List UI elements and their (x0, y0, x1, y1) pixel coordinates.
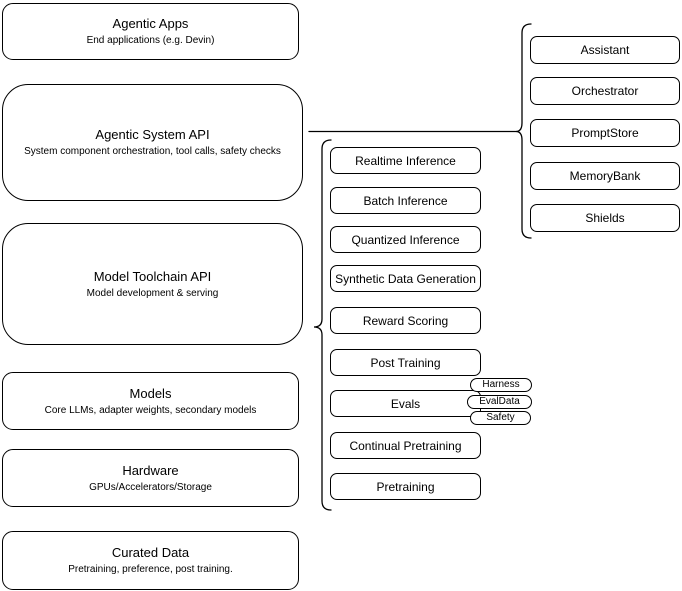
node-title: Model Toolchain API (93, 268, 212, 284)
node-realtime-inference: Realtime Inference (330, 147, 481, 174)
node-subtitle: Pretraining, preference, post training. (68, 564, 233, 575)
node-subtitle: Core LLMs, adapter weights, secondary mo… (44, 404, 257, 416)
toolchain-brace (313, 139, 332, 511)
node-orchestrator: Orchestrator (530, 77, 680, 105)
node-post-training: Post Training (330, 349, 481, 376)
node-model-toolchain-api: Model Toolchain API Model development & … (2, 223, 303, 345)
node-shields: Shields (530, 204, 680, 232)
node-title: Curated Data (111, 545, 190, 560)
node-hardware: Hardware GPUs/Accelerators/Storage (2, 449, 299, 507)
pill-evaldata: EvalData (467, 395, 532, 409)
node-title: Agentic Apps (112, 16, 189, 31)
node-subtitle: Model development & serving (86, 287, 219, 299)
node-promptstore: PromptStore (530, 119, 680, 147)
node-memorybank: MemoryBank (530, 162, 680, 190)
node-title: Agentic System API (95, 127, 210, 142)
node-title: Models (129, 385, 172, 401)
node-evals: Evals (330, 390, 481, 417)
node-subtitle: System component orchestration, tool cal… (24, 146, 281, 157)
components-brace (515, 23, 532, 239)
node-agentic-apps: Agentic Apps End applications (e.g. Devi… (2, 3, 299, 60)
node-assistant: Assistant (530, 36, 680, 64)
node-agentic-system-api: Agentic System API System component orch… (2, 84, 303, 201)
node-reward-scoring: Reward Scoring (330, 307, 481, 334)
node-pretraining: Pretraining (330, 473, 481, 500)
node-subtitle: GPUs/Accelerators/Storage (89, 481, 212, 493)
node-title: Hardware (122, 462, 179, 478)
node-synthetic-data-generation: Synthetic Data Generation (330, 265, 481, 292)
node-subtitle: End applications (e.g. Devin) (86, 35, 215, 46)
node-models: Models Core LLMs, adapter weights, secon… (2, 372, 299, 430)
node-batch-inference: Batch Inference (330, 187, 481, 214)
node-continual-pretraining: Continual Pretraining (330, 432, 481, 459)
pill-safety: Safety (470, 411, 531, 425)
pill-harness: Harness (470, 378, 532, 392)
node-quantized-inference: Quantized Inference (330, 226, 481, 253)
node-curated-data: Curated Data Pretraining, preference, po… (2, 531, 299, 590)
